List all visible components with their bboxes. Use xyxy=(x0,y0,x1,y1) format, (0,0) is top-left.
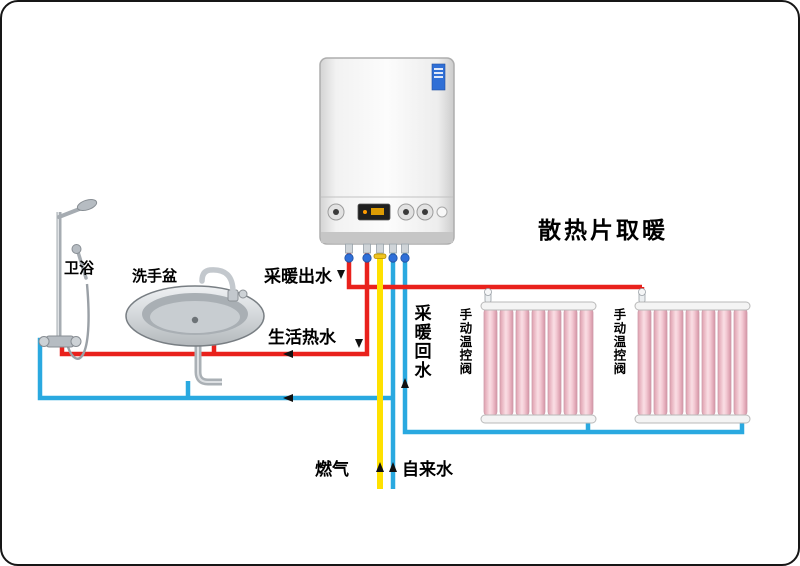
label-manual-valve-1: 手动温控阀 xyxy=(457,308,473,376)
shower-riser-highlight xyxy=(57,212,59,346)
label-bathroom: 卫浴 xyxy=(64,259,95,277)
flow-left-arrow-icon xyxy=(283,350,293,358)
shower-head xyxy=(76,198,98,212)
shower-hose xyxy=(66,283,90,360)
wash-basin-fixture xyxy=(125,267,265,386)
hand-sprayer-head xyxy=(71,244,82,254)
faucet-spout xyxy=(199,267,236,295)
basin-drain xyxy=(191,316,199,324)
valve-fitting-tap xyxy=(389,243,397,254)
mixer-handle-right xyxy=(70,336,82,347)
mixer-handle-left xyxy=(38,336,50,347)
hand-sprayer-handle xyxy=(76,250,88,280)
flow-up-arrow-icon xyxy=(389,462,397,472)
boiler xyxy=(319,57,455,245)
valve-fitting-supply xyxy=(345,243,353,254)
flow-left-arrow-icon xyxy=(283,394,293,402)
label-heating-supply: 采暖出水 xyxy=(264,267,332,287)
flow-arrows xyxy=(283,270,409,472)
flow-down-arrow-icon xyxy=(337,270,345,279)
label-manual-valve-2: 手动温控阀 xyxy=(611,308,627,376)
boiler-connection-valves xyxy=(344,243,410,263)
boiler-knob-3-dot xyxy=(422,209,428,215)
flow-down-arrow-icon xyxy=(355,339,363,348)
boiler-knob-2-dot xyxy=(403,209,409,215)
valve-lever-gas[interactable] xyxy=(373,253,387,259)
boiler-pressure-gauge xyxy=(436,206,448,218)
display-digits xyxy=(371,208,384,215)
radiator-1 xyxy=(481,289,596,424)
sticker-line-1 xyxy=(434,68,443,70)
boiler-bottom-band xyxy=(321,232,453,243)
label-heating-return: 采暖回水 xyxy=(410,304,431,380)
flow-up-arrow-icon xyxy=(401,378,409,388)
sticker-line-2 xyxy=(434,72,443,74)
label-wash-basin: 洗手盆 xyxy=(132,267,178,285)
valve-fitting-return xyxy=(401,243,409,254)
display-indicator-light xyxy=(363,210,367,214)
valve-handle-supply[interactable] xyxy=(344,253,354,263)
radiator-2 xyxy=(635,289,750,424)
basin-trap-pipe xyxy=(194,342,222,386)
valve-handle-dhw[interactable] xyxy=(362,253,372,263)
label-domestic-hot-water: 生活热水 xyxy=(268,328,336,348)
sticker-line-3 xyxy=(434,76,443,78)
shower-fixture xyxy=(38,198,98,360)
faucet-handle xyxy=(238,289,248,299)
boiler-knob-1-dot xyxy=(333,209,339,215)
basin-trap-highlight xyxy=(197,342,222,383)
label-gas: 燃气 xyxy=(315,460,349,480)
valve-fitting-dhw xyxy=(363,243,371,254)
valve-handle-tap[interactable] xyxy=(388,253,398,263)
flow-up-arrow-icon xyxy=(376,462,384,472)
valve-handle-return[interactable] xyxy=(400,253,410,263)
pipe-tap-water xyxy=(37,244,396,489)
valve-fitting-gas xyxy=(376,243,384,254)
label-tap-water: 自来水 xyxy=(402,460,453,480)
label-radiator-heading: 散热片取暖 xyxy=(538,218,668,244)
shower-mixer-body xyxy=(45,335,75,348)
